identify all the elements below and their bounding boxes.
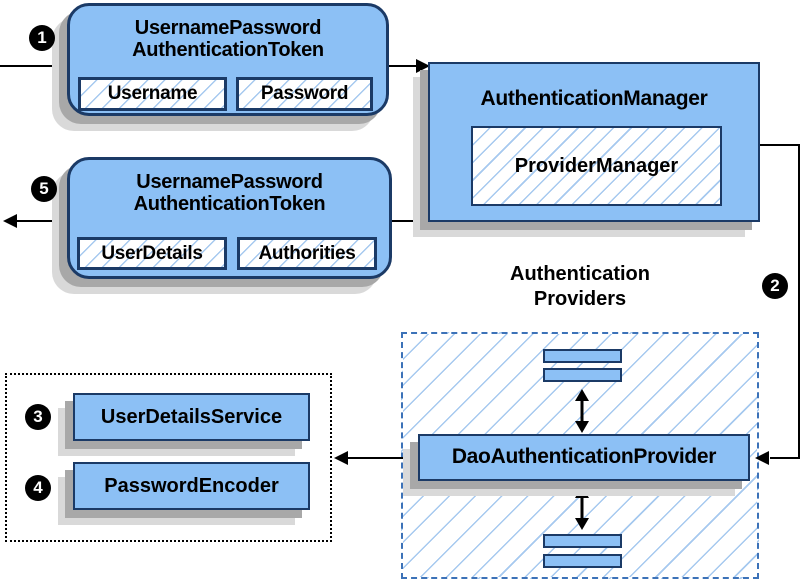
manager-to-provider-line [760, 144, 800, 459]
providers-label-line1: Authentication [510, 263, 650, 285]
authentication-manager-box: AuthenticationManager ProviderManager [428, 62, 760, 222]
step-4-badge: 4 [25, 475, 51, 501]
request-token-title: UsernamePassword AuthenticationToken [70, 17, 386, 61]
arrow-into-collaborators-icon [334, 451, 348, 465]
arrow-into-manager-icon [416, 59, 430, 73]
other-provider-bar-1 [543, 349, 622, 363]
password-encoder-box: PasswordEncoder [73, 462, 310, 510]
password-field-box: Password [236, 77, 373, 111]
authentication-providers-label: Authentication Providers [430, 262, 730, 312]
providers-label-line2: Providers [533, 288, 627, 310]
response-token-box: UsernamePassword AuthenticationToken [67, 157, 392, 279]
arrow-down2-icon [575, 518, 589, 530]
username-field-label: Username [107, 83, 198, 104]
authorities-field-box: Authorities [237, 237, 377, 270]
step-2-badge: 2 [762, 273, 788, 299]
other-provider-bar-3 [543, 534, 622, 548]
userdetails-field-box: UserDetails [77, 237, 227, 270]
user-details-service-label: UserDetailsService [100, 406, 283, 428]
step-5-badge: 5 [31, 176, 57, 202]
password-encoder-label: PasswordEncoder [104, 475, 279, 497]
provider-manager-box: ProviderManager [471, 126, 722, 206]
authorities-field-label: Authorities [258, 243, 356, 264]
arrow-into-dao-icon [755, 451, 769, 465]
response-token-title-line1: UsernamePassword [136, 171, 323, 193]
step-3-badge: 3 [25, 404, 51, 430]
other-provider-bar-2 [543, 368, 622, 382]
arrow-up2-icon [575, 486, 589, 498]
request-token-title-line1: UsernamePassword [134, 17, 322, 39]
arrow-response-out-icon [3, 214, 17, 228]
arrow-up-icon [575, 389, 589, 401]
step-1-badge: 1 [29, 25, 55, 51]
dao-authentication-provider-box: DaoAuthenticationProvider [418, 434, 750, 481]
response-token-title: UsernamePassword AuthenticationToken [70, 171, 389, 215]
dao-authentication-provider-label: DaoAuthenticationProvider [451, 445, 717, 468]
password-field-label: Password [260, 83, 349, 104]
other-provider-bar-4 [543, 554, 622, 568]
response-token-title-line2: AuthenticationToken [133, 193, 326, 215]
user-details-service-box: UserDetailsService [73, 393, 310, 441]
request-token-title-line2: AuthenticationToken [132, 39, 324, 61]
userdetails-field-label: UserDetails [101, 243, 203, 264]
arrow-down-icon [575, 421, 589, 433]
username-field-box: Username [78, 77, 227, 111]
provider-manager-label: ProviderManager [514, 155, 679, 177]
authentication-manager-title: AuthenticationManager [480, 87, 708, 110]
